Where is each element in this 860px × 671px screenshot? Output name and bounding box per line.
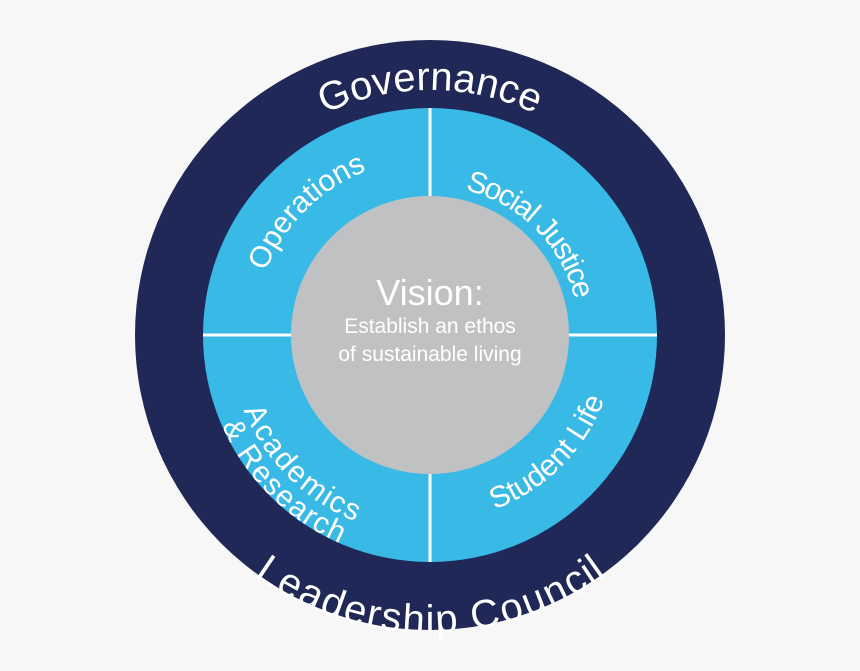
center-vision-circle (291, 196, 569, 474)
